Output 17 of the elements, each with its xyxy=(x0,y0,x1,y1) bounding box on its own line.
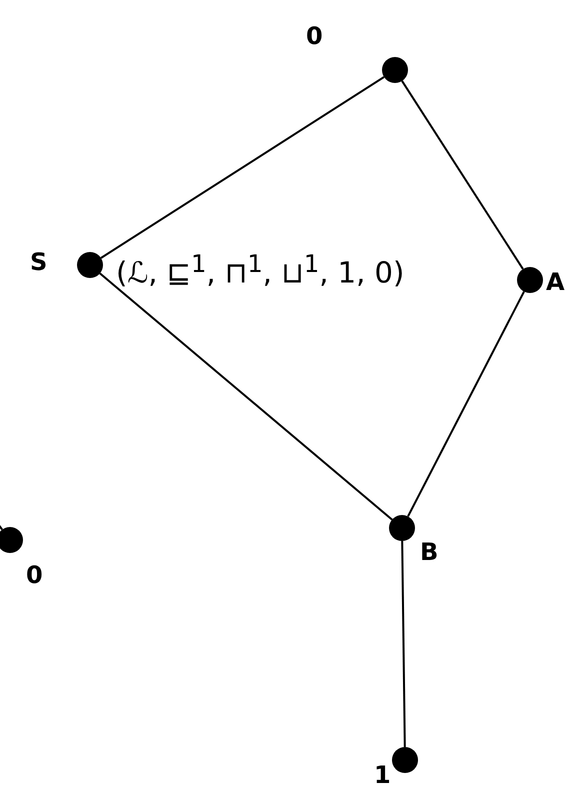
vertex-label: 0 xyxy=(26,563,43,587)
edge-line xyxy=(99,272,393,520)
vertex-label: 1 xyxy=(374,763,391,786)
vertex-dot xyxy=(392,747,418,773)
edge-line xyxy=(407,291,525,517)
vertex-label: B xyxy=(420,540,438,564)
vertex-label: S xyxy=(30,250,48,274)
vertex-dot xyxy=(389,515,415,541)
vertex-label: A xyxy=(546,270,565,294)
vertex-dot xyxy=(517,267,543,293)
lattice-tuple-label: (ℒ, ⊑$^{1}$, ⊓$^{1}$, ⊔$^{1}$, 1, 0) xyxy=(116,252,404,288)
vertex-dot xyxy=(77,252,103,278)
vertex-dot xyxy=(382,57,408,83)
vertex-dot xyxy=(0,527,23,553)
vertex-label: 0 xyxy=(306,24,323,48)
edge-line xyxy=(100,76,385,259)
edge-line xyxy=(401,80,524,270)
